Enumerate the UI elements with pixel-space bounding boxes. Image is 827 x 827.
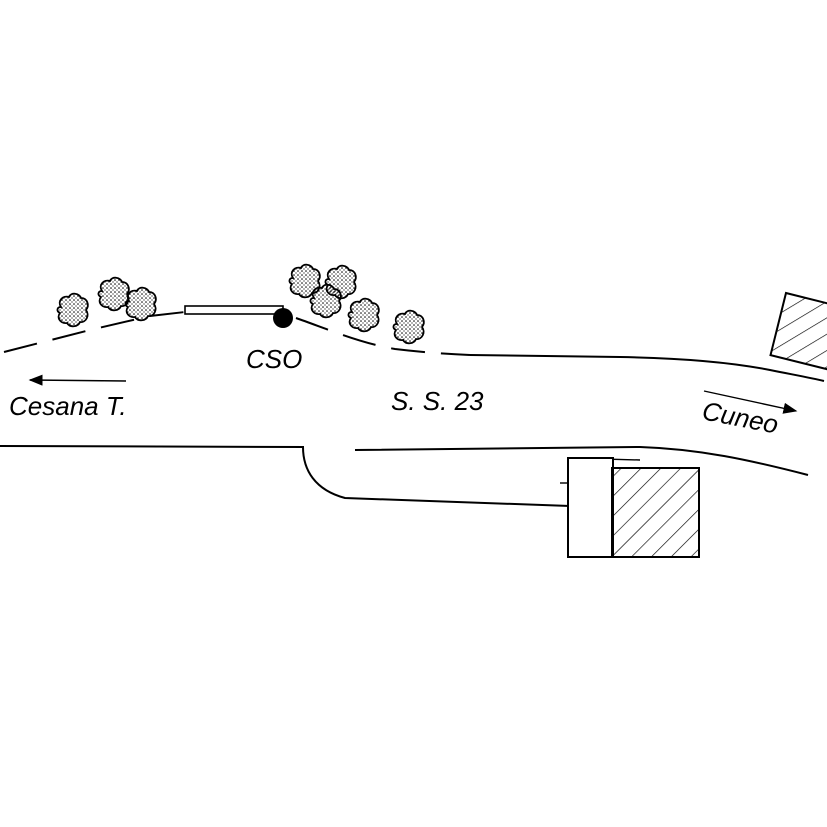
tree-icon [309, 283, 342, 319]
road-south-edge-east [354, 445, 809, 476]
road-south-edge-west [0, 445, 571, 507]
station-label: CSO [246, 344, 302, 374]
hatched-building-icon [611, 467, 700, 558]
tree-icon [97, 276, 130, 312]
road-north-edge [469, 354, 825, 382]
tree-icon [124, 286, 157, 322]
arrow-icon-west [28, 374, 127, 386]
west-destination-label: Cesana T. [9, 391, 127, 421]
road-north-edge-dashed-east [295, 317, 471, 356]
station-dot-icon [273, 308, 293, 328]
building-outline [567, 457, 614, 558]
road-label: S. S. 23 [391, 386, 484, 416]
hatched-building-icon-northeast [769, 291, 827, 371]
tree-icon [347, 297, 380, 333]
road-north-edge-dashed [3, 311, 186, 353]
arrow-icon-east [703, 390, 798, 414]
tree-icon [56, 292, 89, 328]
station-platform [184, 305, 284, 315]
east-destination-label: Cuneo [700, 395, 781, 439]
tree-icon [392, 309, 425, 345]
